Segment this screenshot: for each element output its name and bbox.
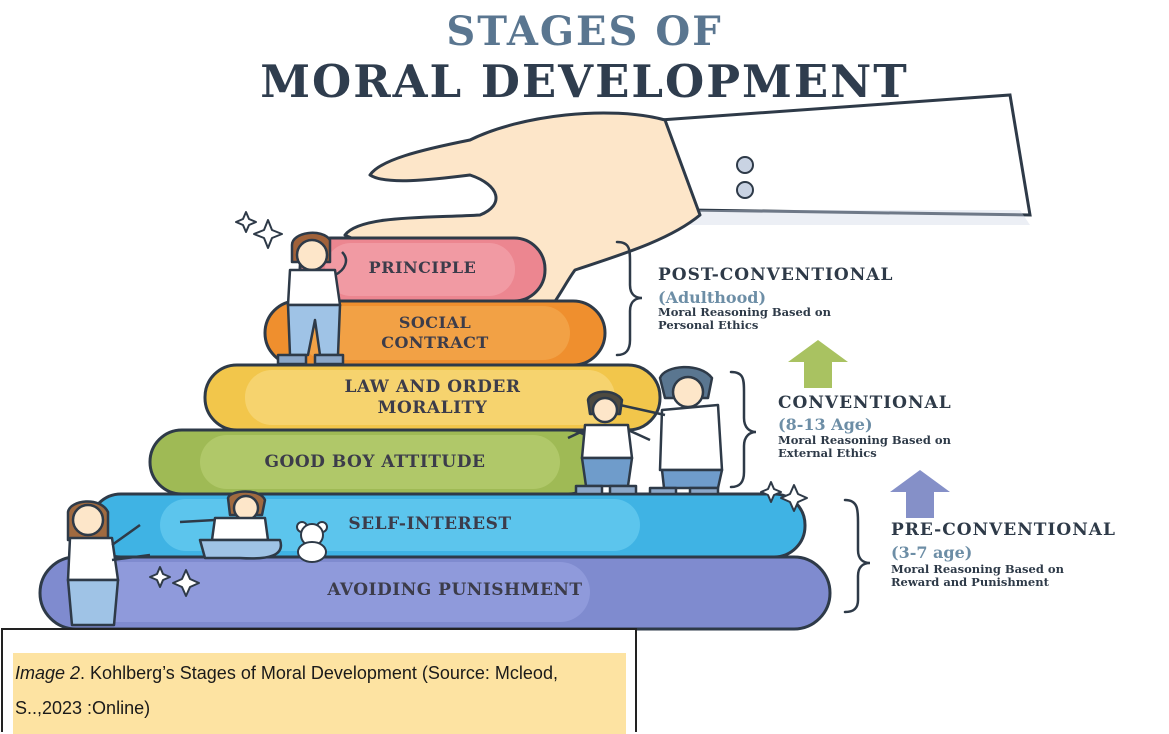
stage-label-good-boy: GOOD BOY ATTITUDE: [264, 452, 486, 472]
hand-icon: [343, 93, 1032, 332]
caption-highlight: [13, 653, 626, 734]
title-line-1: STAGES OF: [446, 8, 723, 55]
caption-label: Image 2: [15, 663, 81, 683]
arrow-up-icon: [788, 340, 848, 388]
caption-box: Image 2. Kohlberg’s Stages of Moral Deve…: [1, 628, 637, 734]
stage-label-self-interest: SELF-INTEREST: [348, 514, 512, 534]
person-icon: [179, 490, 283, 560]
stage-stack: [38, 236, 832, 631]
person-icon: [567, 390, 651, 496]
stage-label-principle: PRINCIPLE: [368, 258, 477, 277]
caption-body: . Kohlberg’s Stages of Moral Development…: [15, 663, 558, 718]
level-age-pre-conventional: (3-7 age): [891, 543, 973, 562]
level-age-conventional: (8-13 Age): [778, 415, 873, 434]
arrow-up-icon: [890, 470, 950, 518]
level-title-conventional: CONVENTIONAL: [778, 393, 952, 413]
sparkle-icon: [149, 211, 808, 597]
stage-label-law-and-order: LAW AND ORDER MORALITY: [344, 377, 521, 418]
level-desc-pre-conventional: Moral Reasoning Based on Reward and Puni…: [891, 562, 1064, 589]
title-line-2: MORAL DEVELOPMENT: [260, 55, 909, 108]
level-desc-conventional: Moral Reasoning Based on External Ethics: [778, 433, 951, 460]
person-icon: [597, 365, 724, 496]
person-icon: [66, 500, 151, 627]
teddy-bear-icon: [296, 521, 328, 563]
bracket-icon: [615, 240, 871, 614]
level-title-pre-conventional: PRE-CONVENTIONAL: [891, 520, 1116, 540]
stage-label-avoiding-punishment: AVOIDING PUNISHMENT: [327, 580, 583, 600]
person-icon: [276, 231, 348, 366]
stage-label-social-contract: SOCIAL CONTRACT: [381, 313, 489, 352]
level-desc-post-conventional: Moral Reasoning Based on Personal Ethics: [658, 305, 831, 332]
caption-text: Image 2. Kohlberg’s Stages of Moral Deve…: [15, 656, 620, 726]
level-age-post-conventional: (Adulthood): [658, 288, 767, 307]
level-title-post-conventional: POST-CONVENTIONAL: [658, 265, 894, 285]
